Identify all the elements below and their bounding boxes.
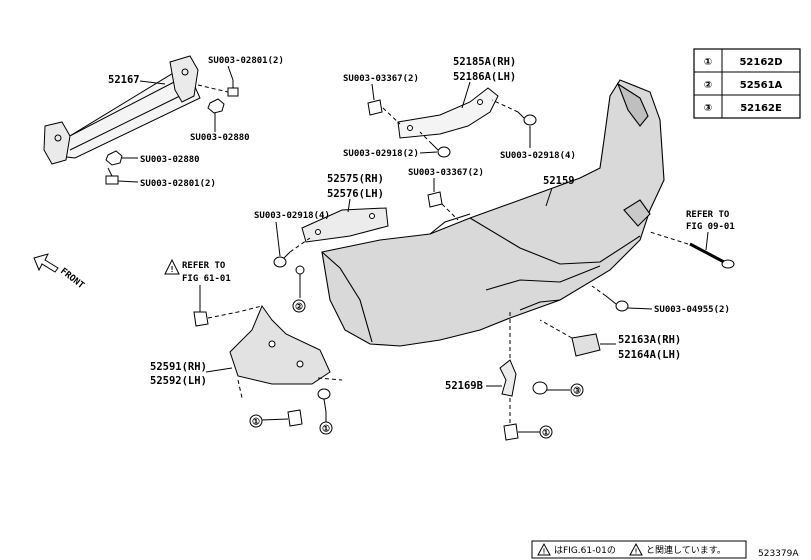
screw-marker1-c: [503, 423, 519, 441]
label-su003-02801-top: SU003-02801(2): [208, 56, 284, 66]
clip-marker-2-part: [295, 265, 305, 275]
svg-text:!: !: [542, 548, 546, 556]
label-52169b: 52169B: [445, 380, 483, 392]
reflector-52163a: [571, 333, 601, 357]
label-front: FRONT: [58, 266, 86, 291]
legend-key-2: ②: [704, 80, 712, 91]
nut-left: [105, 150, 123, 166]
label-refer-to-top: REFER TO: [686, 210, 730, 220]
label-fig-61-01: FIG 61-01: [182, 274, 231, 284]
legend-key-1: ①: [704, 57, 712, 68]
screw-02918-mid: [431, 143, 451, 158]
long-bolt: [689, 242, 735, 269]
legend-key-3: ③: [704, 103, 712, 114]
svg-text:!: !: [170, 265, 175, 274]
screw-02918-left: [273, 251, 291, 268]
marker-1-c: ①: [542, 429, 550, 439]
footer-note-a: はFIG.61-01の: [554, 545, 616, 556]
label-fig-09-01: FIG 09-01: [686, 222, 735, 232]
label-su003-02801-left: SU003-02801(2): [140, 179, 216, 189]
diagram-id: 523379A: [758, 549, 799, 559]
legend-part-3: 52162E: [740, 103, 782, 114]
footer-note-b: と関連しています。: [646, 544, 726, 556]
label-su003-02918-mid: SU003-02918(2): [343, 149, 419, 159]
bolt-left: [105, 167, 119, 185]
label-su003-02918-left: SU003-02918(4): [254, 211, 330, 221]
label-su003-02918-right: SU003-02918(4): [500, 151, 576, 161]
label-52575-rh: 52575(RH): [327, 173, 384, 185]
screw-marker1-a: [287, 409, 303, 427]
label-52185a-rh: 52185A(RH): [453, 56, 516, 68]
label-52159: 52159: [543, 175, 575, 187]
label-52167: 52167: [108, 74, 140, 86]
bracket-52169b: [499, 359, 517, 397]
clip-03367-a: [367, 99, 383, 116]
clip-fig61: [193, 311, 209, 327]
label-52592-lh: 52592(LH): [150, 375, 207, 387]
legend-table: ① 52162D ② 52561A ③ 52162E: [693, 48, 801, 119]
label-52163a-rh: 52163A(RH): [618, 334, 681, 346]
retainer-52591: [229, 304, 331, 385]
marker-2: ②: [295, 303, 303, 313]
marker-1-a: ①: [252, 418, 260, 428]
legend-part-1: 52162D: [739, 57, 782, 68]
label-52576-lh: 52576(LH): [327, 188, 384, 200]
screw-marker1-b: [317, 388, 331, 413]
marker-1-b: ①: [322, 425, 330, 435]
clip-03367-b: [427, 191, 443, 208]
footer-note-box: ! はFIG.61-01の ! と関連しています。: [531, 540, 747, 559]
caution-icon: !: [164, 258, 180, 275]
front-arrow: [33, 253, 59, 273]
bolt-top: [227, 80, 239, 97]
label-52164a-lh: 52164A(LH): [618, 349, 681, 361]
reinforcement-bar-52167: [43, 55, 201, 165]
svg-text:!: !: [634, 548, 638, 556]
label-52591-rh: 52591(RH): [150, 361, 207, 373]
label-52186a-lh: 52186A(LH): [453, 71, 516, 83]
side-bracket-52575: [301, 207, 389, 243]
label-su003-02880-top: SU003-02880: [190, 133, 250, 143]
clip-marker3: [532, 381, 548, 395]
label-su003-04955: SU003-04955(2): [654, 305, 730, 315]
nut-top: [207, 98, 225, 114]
screw-02918-right: [517, 111, 537, 126]
bracket-52185a: [397, 87, 499, 139]
label-su003-02880-left: SU003-02880: [140, 155, 200, 165]
screw-04955: [605, 295, 629, 312]
label-refer-to-left: REFER TO: [182, 261, 226, 271]
marker-3: ③: [573, 387, 581, 397]
label-su003-03367-a: SU003-03367(2): [343, 74, 419, 84]
legend-part-2: 52561A: [740, 80, 783, 91]
bumper-cover-52159: [321, 79, 665, 347]
label-su003-03367-b: SU003-03367(2): [408, 168, 484, 178]
